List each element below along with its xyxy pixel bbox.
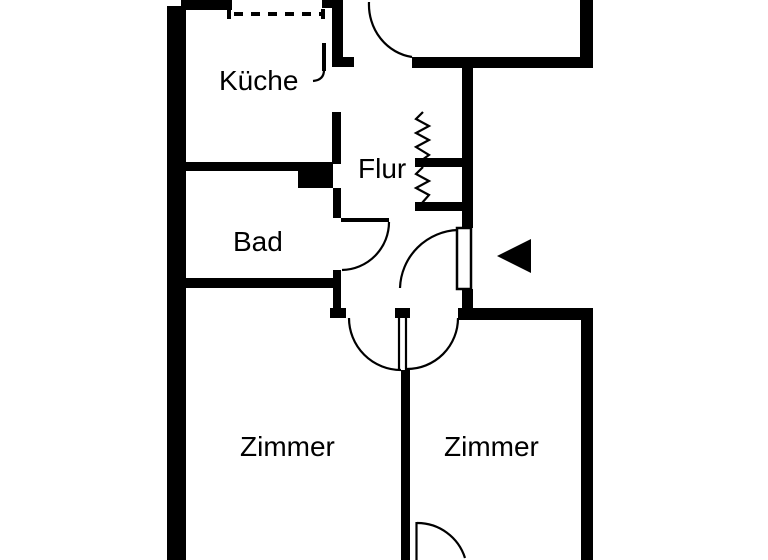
hall-bottom-wall-center-stub: [395, 308, 410, 318]
bath-right-wall-upper: [333, 188, 341, 218]
entrance-arrow-icon: [497, 239, 531, 273]
kitchen-door-leaf: [322, 43, 326, 71]
entrance-door-leaf: [455, 226, 473, 291]
kitchen-door-swing-arc: [312, 69, 326, 83]
kitchen-right-wall-upper: [332, 0, 343, 67]
room-right-door-arc: [406, 317, 460, 371]
hallway-label: Flur: [358, 153, 406, 184]
room-labels: Küche Flur Bad Zimmer Zimmer: [219, 65, 539, 462]
bath-right-wall-lower: [333, 270, 341, 308]
kitchen-label: Küche: [219, 65, 298, 96]
bath-label: Bad: [233, 226, 283, 257]
zigzag-break-upper: [413, 111, 432, 161]
upper-hall-door-arc: [367, 1, 413, 59]
walls: [167, 0, 593, 560]
dashed-opening-right-tick: [321, 9, 325, 19]
rooms-divider-wall: [401, 370, 410, 560]
entrance-wall-lower: [462, 289, 473, 314]
shaft-stub-lower: [415, 202, 473, 211]
bath-door-leaf: [341, 218, 389, 222]
dashed-opening-left-tick: [227, 9, 231, 19]
kitchen-bath-wall-pier: [298, 171, 333, 188]
kitchen-right-wall-lower: [332, 112, 341, 164]
hall-bottom-wall-right: [458, 308, 593, 320]
exterior-wall-left: [167, 6, 186, 560]
exterior-wall-right-bottom: [581, 308, 593, 560]
shaft-break-symbols: [413, 111, 473, 211]
hall-bottom-wall-left-stub: [330, 308, 346, 318]
entrance-wall-upper: [462, 68, 473, 228]
room-left-label: Zimmer: [240, 431, 335, 462]
zigzag-break-lower: [413, 166, 432, 204]
entrance-door-arc: [398, 228, 459, 289]
bottom-door-arc: [416, 521, 467, 559]
dashed-opening-symbol: [227, 9, 325, 19]
exterior-wall-right-top: [580, 0, 593, 68]
shaft-stub-upper: [415, 158, 465, 167]
room-right-label: Zimmer: [444, 431, 539, 462]
kitchen-bath-wall: [186, 162, 333, 171]
exterior-wall-top-kitchen: [181, 0, 232, 10]
room-left-door-arc: [347, 317, 402, 372]
stairwell-top-wall: [412, 57, 593, 68]
bath-door-arc: [341, 221, 391, 272]
doors: [312, 1, 473, 560]
bath-bottom-wall: [186, 278, 341, 288]
kitchen-right-wall-foot: [343, 57, 354, 67]
